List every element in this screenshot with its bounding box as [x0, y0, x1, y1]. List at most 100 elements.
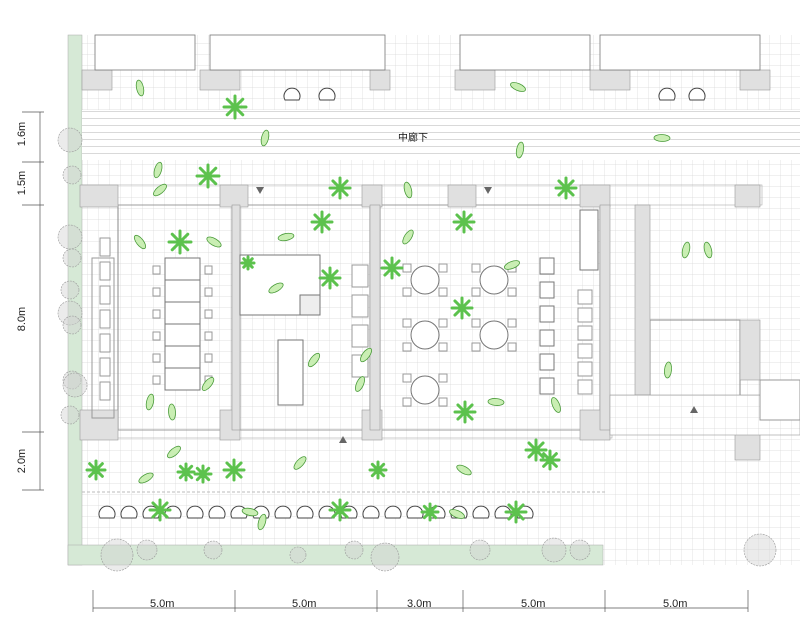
cabinet [577, 307, 593, 323]
leaf [307, 352, 321, 368]
apartment-unit [209, 34, 386, 71]
chair [402, 318, 412, 328]
plant-icon [148, 498, 172, 522]
leaf [551, 397, 561, 413]
stove [299, 294, 321, 316]
chair [152, 375, 161, 385]
long-table [164, 257, 201, 281]
tree [541, 537, 567, 563]
leaf [277, 232, 295, 242]
plant-icon [195, 163, 221, 189]
plant-icon [310, 210, 334, 234]
leaf [168, 403, 176, 421]
tree [203, 540, 223, 560]
sink [539, 377, 555, 395]
leaf [681, 241, 691, 259]
plant-icon [176, 462, 196, 482]
chair [438, 263, 448, 273]
plant-icon [420, 502, 440, 522]
central-corridor [82, 110, 800, 160]
sink [539, 281, 555, 299]
tree [100, 538, 134, 572]
sink [539, 305, 555, 323]
chair [152, 309, 161, 319]
leaf [133, 234, 147, 250]
chair [402, 397, 412, 407]
direction-arrow-icon [339, 436, 347, 443]
leaf [135, 79, 145, 97]
chair [318, 87, 336, 101]
terrace-chair [406, 505, 424, 519]
chair [204, 265, 213, 275]
direction-arrow-icon [484, 187, 492, 194]
shelf [99, 381, 111, 401]
wall-column [739, 319, 761, 381]
cabinet-x [579, 209, 599, 271]
plant-icon [167, 229, 193, 255]
dim-h-1: 5.0m [150, 598, 175, 610]
round-table [410, 375, 440, 405]
tree [60, 405, 80, 425]
leaf [153, 183, 167, 197]
round-table [479, 320, 509, 350]
chair [402, 287, 412, 297]
chair [351, 264, 369, 288]
chair [402, 342, 412, 352]
sink [539, 353, 555, 371]
leaf [145, 393, 155, 411]
chair [471, 263, 481, 273]
plant-icon [240, 255, 256, 271]
chair [438, 318, 448, 328]
chair [204, 331, 213, 341]
terrace-chair [296, 505, 314, 519]
chair [204, 353, 213, 363]
corridor-label: 中廊下 [398, 133, 428, 144]
chair [152, 353, 161, 363]
shelf [99, 261, 111, 281]
chair [402, 263, 412, 273]
terrace-chair [120, 505, 138, 519]
tree [60, 280, 80, 300]
plant-icon [328, 498, 352, 522]
dim-v-4: 2.0m [16, 448, 29, 474]
chair [438, 397, 448, 407]
wall-column [369, 204, 381, 431]
plant-icon [193, 464, 213, 484]
leaf [504, 260, 520, 270]
terrace-chair [362, 505, 380, 519]
leaf [510, 82, 526, 92]
cabinet [577, 361, 593, 377]
sink [539, 257, 555, 275]
chair [351, 324, 369, 348]
chair [507, 318, 517, 328]
wall-column [454, 69, 496, 91]
tree [569, 539, 591, 561]
chair [152, 265, 161, 275]
counter [91, 257, 115, 419]
cabinet [577, 325, 593, 341]
leaf [153, 161, 163, 179]
wall-column [79, 409, 119, 441]
tree [57, 224, 83, 250]
wall-column [361, 184, 383, 208]
chair [438, 342, 448, 352]
dim-h-3: 3.0m [407, 598, 432, 610]
wall-column [599, 204, 611, 431]
plant-icon [85, 459, 107, 481]
wall-column [739, 69, 771, 91]
chair [351, 294, 369, 318]
leaf [456, 464, 472, 476]
plant-icon [450, 296, 474, 320]
cabinet [577, 343, 593, 359]
chair [438, 373, 448, 383]
chair [507, 287, 517, 297]
room [239, 204, 371, 431]
chair [402, 373, 412, 383]
room [649, 319, 741, 401]
green-strip-bottom [67, 544, 604, 566]
chair [283, 87, 301, 101]
chair [204, 287, 213, 297]
chair [204, 309, 213, 319]
plant-icon [328, 176, 352, 200]
